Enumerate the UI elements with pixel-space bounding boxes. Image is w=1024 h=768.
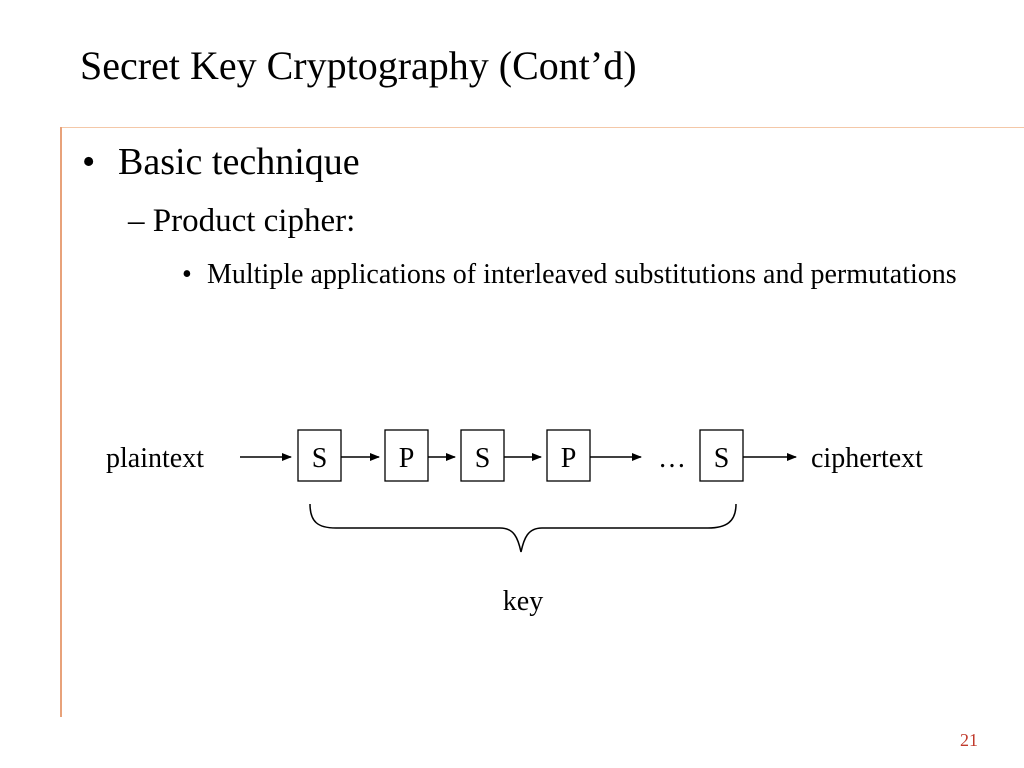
key-label: key bbox=[503, 586, 543, 617]
box-p1: P bbox=[384, 429, 429, 482]
bullet-multiple-applications: • Multiple applications of interleaved s… bbox=[182, 257, 962, 292]
bullet-text: Multiple applications of interleaved sub… bbox=[207, 259, 957, 290]
bullet-basic-technique: • Basic technique bbox=[82, 140, 360, 186]
svg-text:P: P bbox=[561, 443, 577, 474]
plaintext-label: plaintext bbox=[106, 443, 204, 474]
ciphertext-label: ciphertext bbox=[811, 443, 923, 474]
box-p2: P bbox=[546, 429, 591, 482]
box-s2: S bbox=[460, 429, 505, 482]
bullet-mark: • bbox=[82, 141, 96, 183]
slide-number: 21 bbox=[960, 730, 978, 750]
bullet-mark: • bbox=[182, 259, 192, 290]
frame-left-rule bbox=[60, 127, 62, 717]
ellipsis-label: … bbox=[658, 443, 686, 474]
svg-text:S: S bbox=[475, 443, 491, 474]
bullet-product-cipher: – Product cipher: bbox=[128, 203, 356, 239]
svg-text:S: S bbox=[312, 443, 328, 474]
slide-title: Secret Key Cryptography (Cont’d) bbox=[80, 43, 637, 88]
box-s1: S bbox=[297, 429, 342, 482]
svg-text:P: P bbox=[399, 443, 415, 474]
box-s3: S bbox=[699, 429, 744, 482]
bullet-text: Basic technique bbox=[118, 141, 360, 183]
svg-text:S: S bbox=[714, 443, 730, 474]
frame-top-rule bbox=[60, 127, 1024, 128]
key-brace bbox=[309, 503, 737, 553]
